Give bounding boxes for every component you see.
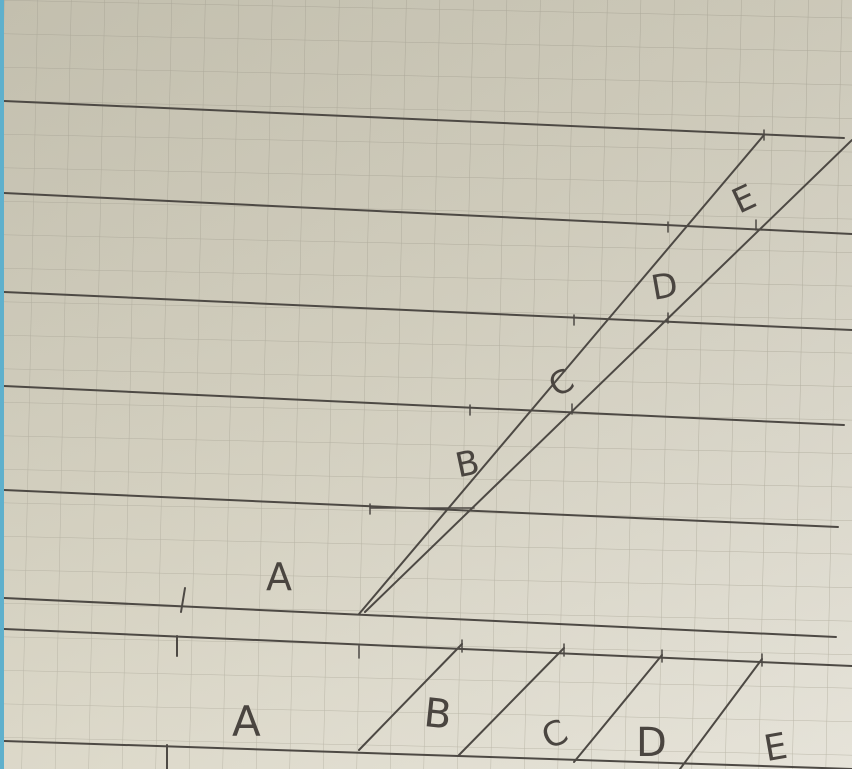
horizontal-line-7 [4, 628, 852, 667]
bottom-divider-3 [573, 654, 663, 763]
pencil-strokes [4, 100, 852, 769]
horizontal-line-8 [4, 740, 852, 769]
horizontal-line-2 [4, 192, 852, 235]
graph-paper-sheet: A B C D E A B C D E [4, 0, 852, 769]
horizontal-line-1 [4, 100, 845, 139]
upper-label-a: A [266, 555, 292, 599]
diagonal-band-right-edge [364, 139, 852, 613]
bottom-divider-4 [679, 658, 763, 769]
hand-drawn-sketch: A B C D E A B C D E [4, 0, 852, 769]
diagonal-band-left-edge [358, 134, 765, 615]
left-tick-upper [180, 587, 186, 613]
horizontal-line-4 [4, 385, 845, 426]
bottom-divider-2 [458, 647, 565, 756]
lower-label-b: B [422, 690, 454, 739]
bottom-divider-1 [358, 643, 463, 751]
lower-label-d: D [636, 720, 667, 766]
horizontal-line-6 [4, 597, 837, 638]
paper-shading [4, 0, 852, 769]
lower-label-a: A [232, 697, 261, 746]
horizontal-line-3 [4, 291, 852, 331]
